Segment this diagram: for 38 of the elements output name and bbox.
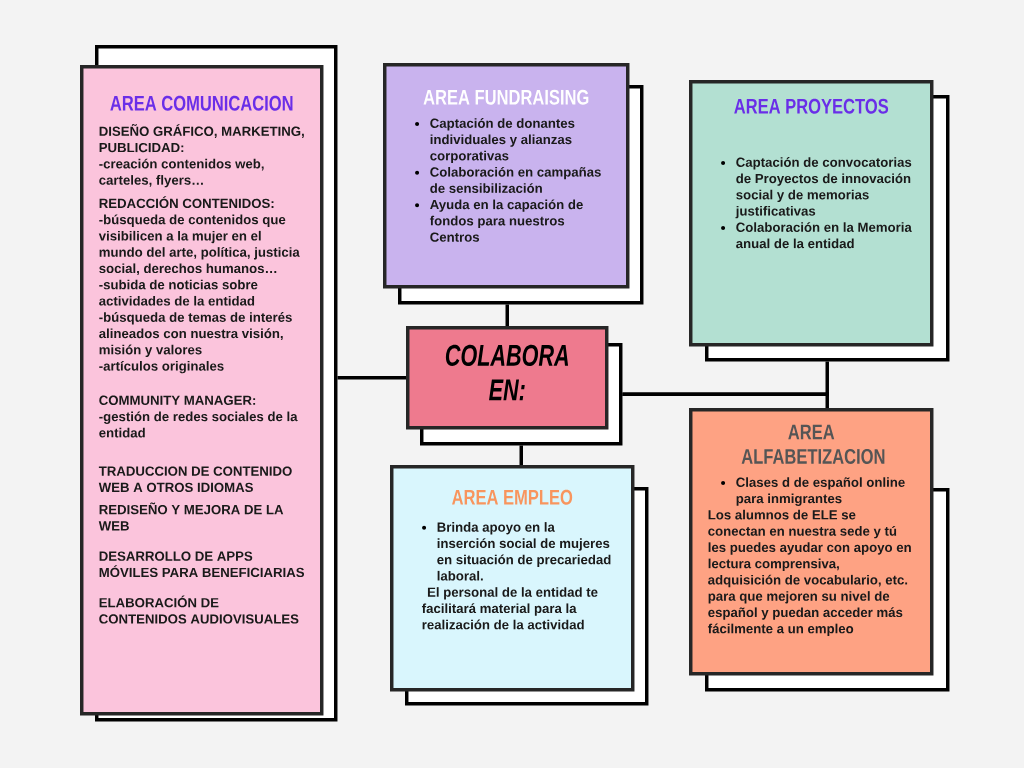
paragraph: COMMUNITY MANAGER: [99,395,256,405]
connector-line [519,445,523,465]
area-title: AREA FUNDRAISING [423,89,589,105]
paragraph: -búsqueda de temas de interés alineados con nuestra visión, misión y valores [99,312,292,358]
area-box [689,80,950,362]
paragraph: Los alumnos de ELE se conectan en nuestra sede y tú les puedes ayudar con apoyo en lectura comprensiva, adquisición de vocabulario, etc. para que mejoren su nivel de español y puedan acceder más fácilmente a un empleo [707,509,911,636]
bullet-item: Clases d de español online para inmigrantes [721,477,905,506]
paragraph: DISEÑO GRÁFICO, MARKETING, PUBLICIDAD: [99,124,304,153]
paragraph: REDACCIÓN CONTENIDOS: [99,196,274,209]
connector-line [505,304,509,326]
area-box [383,63,644,305]
area-title: COLABORA EN: [445,344,569,401]
area-title: AREA PROYECTOS [734,98,889,114]
paragraph: -artículos originales [99,360,224,374]
connector-line [622,392,829,408]
paragraph: ELABORACIÓN DE CONTENIDOS AUDIOVISUALES [99,595,299,624]
bullet-item: Colaboración en la Memoria anual de la entidad [721,222,912,249]
area-box [689,408,950,692]
bullet-item: Ayuda en la capación de fondos para nuestros Centros [415,199,583,242]
paragraph: TRADUCCION DE CONTENIDO WEB A OTROS IDIOMAS [98,466,292,492]
bullet-item: Colaboración en campañas de sensibilización [415,166,601,193]
paragraph: -subida de noticias sobre actividades de la entidad [99,279,258,306]
paragraph: -gestión de redes sociales de la entidad [99,411,298,438]
paragraph: REDISEÑO Y MEJORA DE LA WEB [98,502,284,531]
paragraph: -búsqueda de contenidos que visibilicen a la mujer en el mundo del arte, política, justicia social, derechos humanos… [98,214,300,275]
bullet-item: Brinda apoyo en la inserción social de mujeres en situación de precariedad laboral. [422,522,611,581]
area-title: AREA COMUNICACION [110,95,293,111]
paragraph: DESARROLLO DE APPS MÓVILES PARA BENEFICIARIAS [99,551,305,578]
area-title: AREA ALFABETIZACION [741,424,885,464]
bullet-item: Captación de donantes individuales y alianzas corporativas [415,118,575,164]
area-title: AREA EMPLEO [452,489,573,505]
center-box [406,326,623,446]
paragraph: -creación contenidos web, carteles, flyers… [99,158,264,188]
area-box [390,465,649,706]
bullet-item: Captación de convocatorias de Proyectos de innovación social y de memorias justificativas [721,157,912,219]
area-box [80,45,338,722]
connector-line [337,376,406,380]
paragraph: El personal de la entidad te facilitará material para la realización de la actividad [421,587,598,630]
